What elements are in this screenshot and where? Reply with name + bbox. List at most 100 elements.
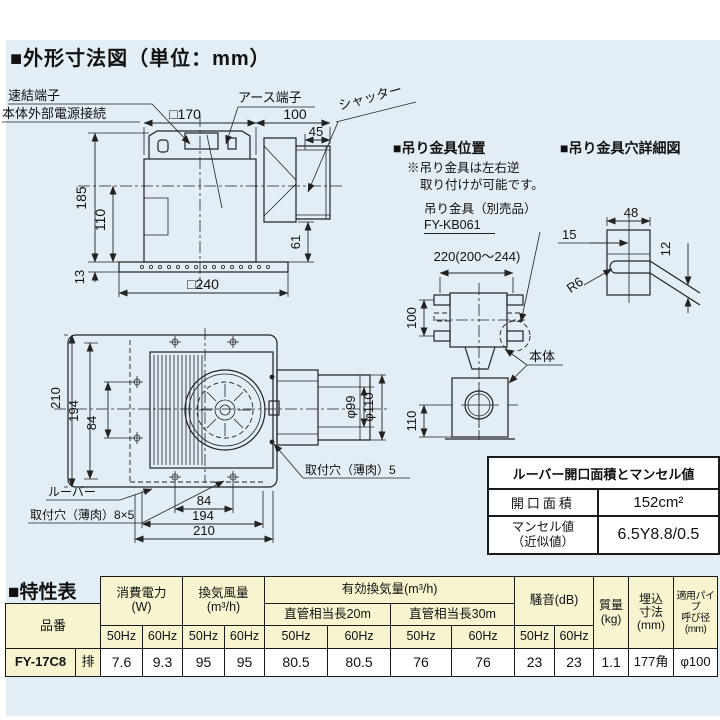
louver-spec-table: ルーバー開口面積とマンセル値 開口面積 152cm² マンセル値 （近似値） 6… xyxy=(487,456,720,555)
munsell-label: マンセル値 （近似値） xyxy=(487,515,599,555)
col-effective: 有効換気量(m³/h) xyxy=(264,576,516,604)
spec-data-row: FY-17C8 排 7.6 9.3 95 95 80.5 80.5 76 76 … xyxy=(5,648,719,677)
body-bottom-view: 本体 110 xyxy=(404,348,563,440)
bracket-note: ※吊り金具は左右逆 取り付けが可能です。 xyxy=(407,160,544,194)
duct20-50hz-value: 80.5 xyxy=(264,648,329,677)
duct30-50hz-value: 76 xyxy=(390,648,453,677)
dim-phi110: φ110 xyxy=(361,392,376,421)
bracket-hole-detail-drawing: 48 15 R6 12 xyxy=(558,205,701,313)
airflow-60hz: 60Hz xyxy=(224,625,266,649)
airflow-50hz: 50Hz xyxy=(182,625,226,649)
dim-100-bracket: 100 xyxy=(404,307,419,329)
bracket-part-number: FY-KB061 xyxy=(424,218,495,235)
dim-220: 220(200～244) xyxy=(434,249,521,264)
col-embed: 埋込 寸法 (mm) xyxy=(628,576,675,649)
mass-value: 1.1 xyxy=(593,648,630,677)
col-hinban: 品番 xyxy=(5,603,101,649)
col-noise: 騒音(dB) xyxy=(514,576,595,626)
duct20-50hz: 50Hz xyxy=(264,625,329,649)
dim-phi99: φ99 xyxy=(343,396,358,419)
power-50hz-value: 7.6 xyxy=(100,648,143,677)
dim-v84: 84 xyxy=(84,416,99,430)
dim-45: 45 xyxy=(309,124,323,139)
side-view-dimensions: □170 100 45 185 110 13 □240 61 xyxy=(72,106,331,297)
blower-fins xyxy=(153,355,203,465)
dim-61: 61 xyxy=(288,235,303,249)
bracket-part: 吊り金具（別売品） FY-KB061 xyxy=(424,202,537,235)
spec-table: 消費電力 (W) 換気風量 (m³/h) 有効換気量(m³/h) 騒音(dB) … xyxy=(5,576,719,677)
dim-100: 100 xyxy=(283,106,307,122)
detail-outline xyxy=(606,215,701,306)
earth-terminal-label: アース端子 xyxy=(238,90,302,105)
embed-value: 177角 xyxy=(628,648,675,677)
dim-170: □170 xyxy=(169,106,201,122)
exhaust-type: 排 xyxy=(75,648,101,677)
airflow-50hz-value: 95 xyxy=(182,648,226,677)
pipe-value: φ100 xyxy=(673,648,719,677)
louver-table-title: ルーバー開口面積とマンセル値 xyxy=(487,456,720,490)
dim-110-bracket: 110 xyxy=(404,411,419,432)
spec-blank-corner xyxy=(6,577,101,604)
louver-label: ルーバー xyxy=(48,485,96,499)
noise-60hz-value: 23 xyxy=(554,648,595,677)
col-power: 消費電力 (W) xyxy=(99,576,184,626)
dim-h210: 210 xyxy=(193,523,215,538)
duct30-50hz: 50Hz xyxy=(390,625,453,649)
bracket-part-name: 吊り金具（別売品） xyxy=(424,202,537,216)
duct20-60hz-value: 80.5 xyxy=(327,648,392,677)
impeller xyxy=(184,369,266,451)
munsell-value: 6.5Y8.8/0.5 xyxy=(596,515,720,555)
power-connection-label: 本体外部電源接続 xyxy=(2,106,106,121)
noise-50hz: 50Hz xyxy=(514,625,556,649)
dim-h84: 84 xyxy=(197,493,211,508)
dim-48: 48 xyxy=(624,205,638,220)
opening-area-label: 開口面積 xyxy=(487,488,599,517)
duct-outline xyxy=(263,137,331,223)
detail-dimensions: 48 15 R6 12 xyxy=(558,205,692,313)
duct20-60hz: 60Hz xyxy=(327,625,392,649)
side-view-leader-labels: 速結端子 本体外部電源接続 アース端子 シャッター xyxy=(2,82,417,193)
bracket-position-heading: ■吊り金具位置 xyxy=(393,140,486,156)
opening-area-value: 152cm² xyxy=(596,488,720,517)
bracket-dimensions: 220(200～244) xyxy=(434,249,521,293)
bottom-view-labels: ルーバー 取付穴（薄肉）8×5 取付穴（薄肉）5 xyxy=(28,443,410,524)
mount-hole-5-label: 取付穴（薄肉）5 xyxy=(305,462,396,477)
duct-bottom-view: φ99 φ110 xyxy=(268,369,386,446)
quick-terminal-label: 速結端子 xyxy=(8,88,60,103)
power-60hz: 60Hz xyxy=(141,625,184,649)
dim-110: 110 xyxy=(92,209,108,232)
bracket-100-dim: 100 xyxy=(404,299,434,337)
mount-holes-8x5-label: 取付穴（薄肉）8×5 xyxy=(30,507,135,522)
bottom-view-dimensions: 210 194 84 84 194 210 xyxy=(48,334,274,543)
dim-15: 15 xyxy=(562,227,576,242)
col-mass: 質量 (kg) xyxy=(593,576,630,649)
fan-body xyxy=(149,351,274,469)
airflow-60hz-value: 95 xyxy=(224,648,266,677)
spec-table-heading: ■特性表 xyxy=(8,582,77,603)
side-view-drawing: 速結端子 本体外部電源接続 アース端子 シャッター xyxy=(2,82,417,297)
dim-r6: R6 xyxy=(564,274,586,296)
bracket-note-line1: ※吊り金具は左右逆 xyxy=(407,161,520,175)
bracket-note-line2: 取り付けが可能です。 xyxy=(420,177,544,192)
duct30-60hz-value: 76 xyxy=(451,648,516,677)
noise-60hz: 60Hz xyxy=(554,625,595,649)
dim-h194: 194 xyxy=(192,508,214,523)
bracket-position-drawing: 220(200～244) 100 本体 110 xyxy=(404,231,563,440)
dim-v210: 210 xyxy=(48,387,63,409)
hole-detail-heading: ■吊り金具穴詳細図 xyxy=(560,140,681,156)
col-duct20: 直管相当長20m xyxy=(264,603,392,626)
power-50hz: 50Hz xyxy=(100,625,143,649)
bottom-view-drawing: φ99 φ110 210 194 84 84 194 210 ルーバー 取付穴（… xyxy=(28,328,410,543)
dim-12: 12 xyxy=(658,242,673,256)
mounting-holes xyxy=(131,336,275,483)
col-duct30: 直管相当長30m xyxy=(390,603,516,626)
power-60hz-value: 9.3 xyxy=(141,648,184,677)
dim-13: 13 xyxy=(72,270,87,284)
shutter-label: シャッター xyxy=(337,82,404,113)
duct30-60hz: 60Hz xyxy=(451,625,516,649)
col-airflow: 換気風量 (m³/h) xyxy=(182,576,266,626)
noise-50hz-value: 23 xyxy=(514,648,556,677)
dim-185: 185 xyxy=(73,186,89,210)
unit-outline xyxy=(78,115,345,288)
